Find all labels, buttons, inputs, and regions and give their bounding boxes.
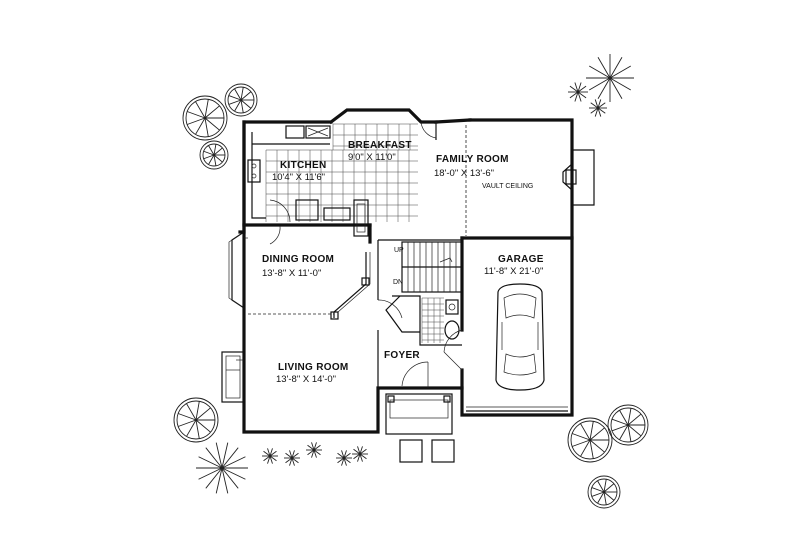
breakfast-dims: 9'0" X 11'0" (348, 152, 396, 163)
doors (236, 121, 463, 388)
family-room-dims: 18'-0" X 13'-6" (434, 168, 494, 179)
stair-up-label: UP (394, 247, 404, 254)
kitchen-counters (247, 125, 369, 245)
shrub-icon (306, 442, 322, 458)
tree-icon (182, 95, 228, 141)
shrub-icon (589, 99, 607, 117)
shrub-icon (196, 442, 248, 494)
dining-partition (248, 125, 467, 320)
vault-ceiling-note: VAULT CEILING (482, 183, 533, 190)
tree-icon (587, 475, 621, 509)
landscape-trees (173, 54, 649, 509)
dining-bay-window (228, 231, 248, 309)
powder-room (421, 297, 460, 343)
fireplace (562, 149, 595, 206)
tree-icon (224, 83, 258, 117)
tree-icon (607, 404, 649, 446)
shrub-icon (262, 448, 278, 464)
family-room-label: FAMILY ROOM (436, 154, 509, 165)
foyer-label: FOYER (384, 350, 420, 361)
garage-door (466, 406, 568, 412)
living-room-dims: 13'-8" X 14'-0" (276, 374, 336, 385)
shrub-icon (568, 82, 588, 102)
kitchen-dims: 10'4" X 11'6" (272, 172, 325, 183)
staircase (401, 241, 463, 293)
dining-room-label: DINING ROOM (262, 254, 334, 265)
tree-icon (567, 417, 613, 463)
kitchen-label: KITCHEN (280, 160, 327, 171)
shrub-icon (586, 54, 634, 102)
living-room-label: LIVING ROOM (278, 362, 349, 373)
tree-icon (199, 140, 229, 170)
kitchen-tile-floor (265, 123, 418, 222)
entry-porch (385, 393, 455, 463)
breakfast-label: BREAKFAST (348, 140, 412, 151)
shrub-icon (352, 446, 368, 462)
living-window (221, 351, 245, 403)
car-icon (495, 283, 545, 391)
stair-down-label: DN (393, 279, 403, 286)
tree-icon (173, 397, 219, 443)
shrub-icon (336, 450, 352, 466)
garage-dims: 11'-8" X 21'-0" (484, 266, 543, 277)
garage-label: GARAGE (498, 254, 544, 265)
shrub-icon (284, 450, 300, 466)
dining-room-dims: 13'-8" X 11'-0" (262, 268, 321, 279)
